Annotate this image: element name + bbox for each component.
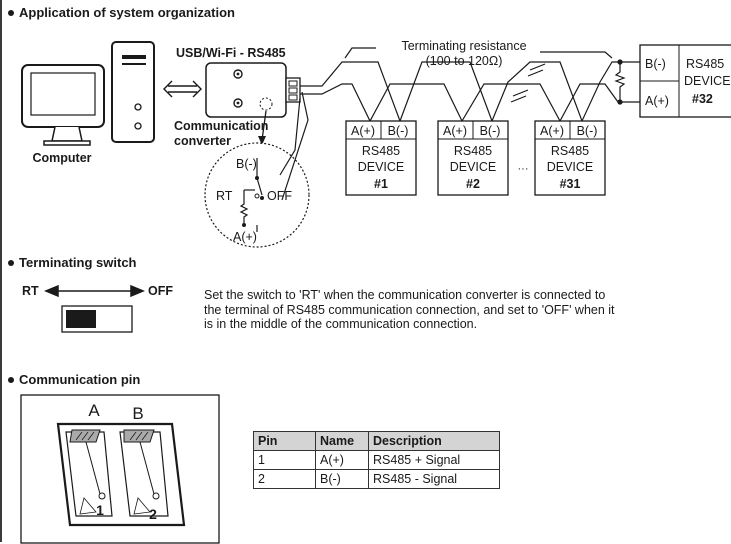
device-32-b-label: B(-) — [645, 57, 666, 71]
switch-graphic: RT OFF — [22, 284, 173, 333]
converter-device — [205, 62, 301, 118]
device-31-a-label: A(+) — [540, 124, 564, 138]
switch-description-line: the terminal of RS485 communication conn… — [204, 302, 615, 317]
device-2-number: #2 — [466, 177, 480, 191]
switch-description: Set the switch to 'RT' when the communic… — [204, 288, 729, 332]
converter-title: USB/Wi-Fi - RS485 — [176, 46, 286, 60]
zoom-b-minus: B(-) — [236, 157, 257, 171]
device-31-line2: DEVICE — [547, 160, 594, 174]
device-2-a-label: A(+) — [443, 124, 467, 138]
device-1-b-label: B(-) — [388, 124, 409, 138]
table-cell: A(+) — [315, 450, 369, 470]
page-left-border — [0, 0, 2, 542]
header-description: Description — [368, 431, 500, 451]
rs485-device-31: A(+) B(-) RS485 DEVICE #31 — [534, 120, 606, 196]
device-2-line2: DEVICE — [450, 160, 497, 174]
pin-label-2: 2 — [149, 506, 157, 522]
zoom-a-plus: A(+) — [233, 230, 257, 244]
switch-description-line: is in the middle of the communication co… — [204, 317, 478, 331]
terminating-resistance-line1: Terminating resistance — [401, 39, 526, 53]
device-32-line2: DEVICE — [684, 74, 731, 88]
device-31-number: #31 — [560, 177, 581, 191]
table-row: 2 B(-) RS485 - Signal — [253, 469, 500, 489]
zoom-off: OFF — [267, 189, 292, 203]
zoom-pointer-icon — [258, 136, 266, 145]
rs485-device-32: B(-) A(+) RS485 DEVICE #32 — [639, 44, 731, 118]
table-cell: 1 — [253, 450, 316, 470]
switch-rt-label: RT — [22, 284, 39, 298]
zoom-rt: RT — [216, 189, 233, 203]
device-31-b-label: B(-) — [577, 124, 598, 138]
rs485-device-1: A(+) B(-) RS485 DEVICE #1 — [345, 120, 417, 196]
terminating-switch-heading: Terminating switch — [8, 255, 137, 270]
device-32-number: #32 — [692, 92, 713, 106]
terminating-switch-title: Terminating switch — [19, 255, 137, 270]
header-pin: Pin — [253, 431, 316, 451]
communication-pin-title: Communication pin — [19, 372, 141, 387]
device-2-line1: RS485 — [454, 144, 492, 158]
switch-arrow-icon — [44, 284, 145, 298]
bullet-icon — [8, 259, 14, 266]
slide-switch-knob — [66, 310, 96, 328]
communication-pin-heading: Communication pin — [8, 372, 140, 387]
table-row: 1 A(+) RS485 + Signal — [253, 450, 500, 470]
terminating-resistance-line2: (100 to 120Ω) — [426, 54, 503, 68]
bullet-icon — [8, 9, 14, 16]
table-header-row: Pin Name Description — [253, 431, 500, 451]
pin-label-1: 1 — [96, 502, 104, 518]
device-2-b-label: B(-) — [480, 124, 501, 138]
rs485-bus — [279, 47, 640, 201]
device-1-a-label: A(+) — [351, 124, 375, 138]
system-organization-heading: Application of system organization — [8, 5, 235, 20]
system-organization-title: Application of system organization — [19, 5, 235, 20]
table-cell: RS485 + Signal — [368, 450, 500, 470]
bullet-icon — [8, 376, 14, 383]
device-1-number: #1 — [374, 177, 388, 191]
pin-table: Pin Name Description 1 A(+) RS485 + Sign… — [253, 431, 500, 489]
zoom-pointer-line — [261, 110, 267, 141]
pin-label-b: B — [132, 404, 143, 423]
converter-caption-line1: Communication — [174, 119, 268, 133]
double-arrow-icon — [163, 80, 202, 98]
device-1-line2: DEVICE — [358, 160, 405, 174]
header-name: Name — [315, 431, 369, 451]
device-31-line1: RS485 — [551, 144, 589, 158]
switch-off-label: OFF — [148, 284, 173, 298]
device-32-a-label: A(+) — [645, 94, 669, 108]
device-32-line1: RS485 — [686, 57, 724, 71]
table-cell: RS485 - Signal — [368, 469, 500, 489]
rs485-device-2: A(+) B(-) RS485 DEVICE #2 — [437, 120, 509, 196]
computer-label: Computer — [32, 151, 91, 165]
pin-connector-graphic: A B 1 2 — [20, 394, 220, 544]
switch-description-line: Set the switch to 'RT' when the communic… — [204, 288, 606, 302]
pin-label-a: A — [88, 401, 100, 420]
table-cell: 2 — [253, 469, 316, 489]
computer-icon — [21, 41, 155, 146]
device-ellipsis: ··· — [518, 163, 529, 175]
converter-caption-line2: converter — [174, 134, 231, 148]
table-cell: B(-) — [315, 469, 369, 489]
device-1-line1: RS485 — [362, 144, 400, 158]
